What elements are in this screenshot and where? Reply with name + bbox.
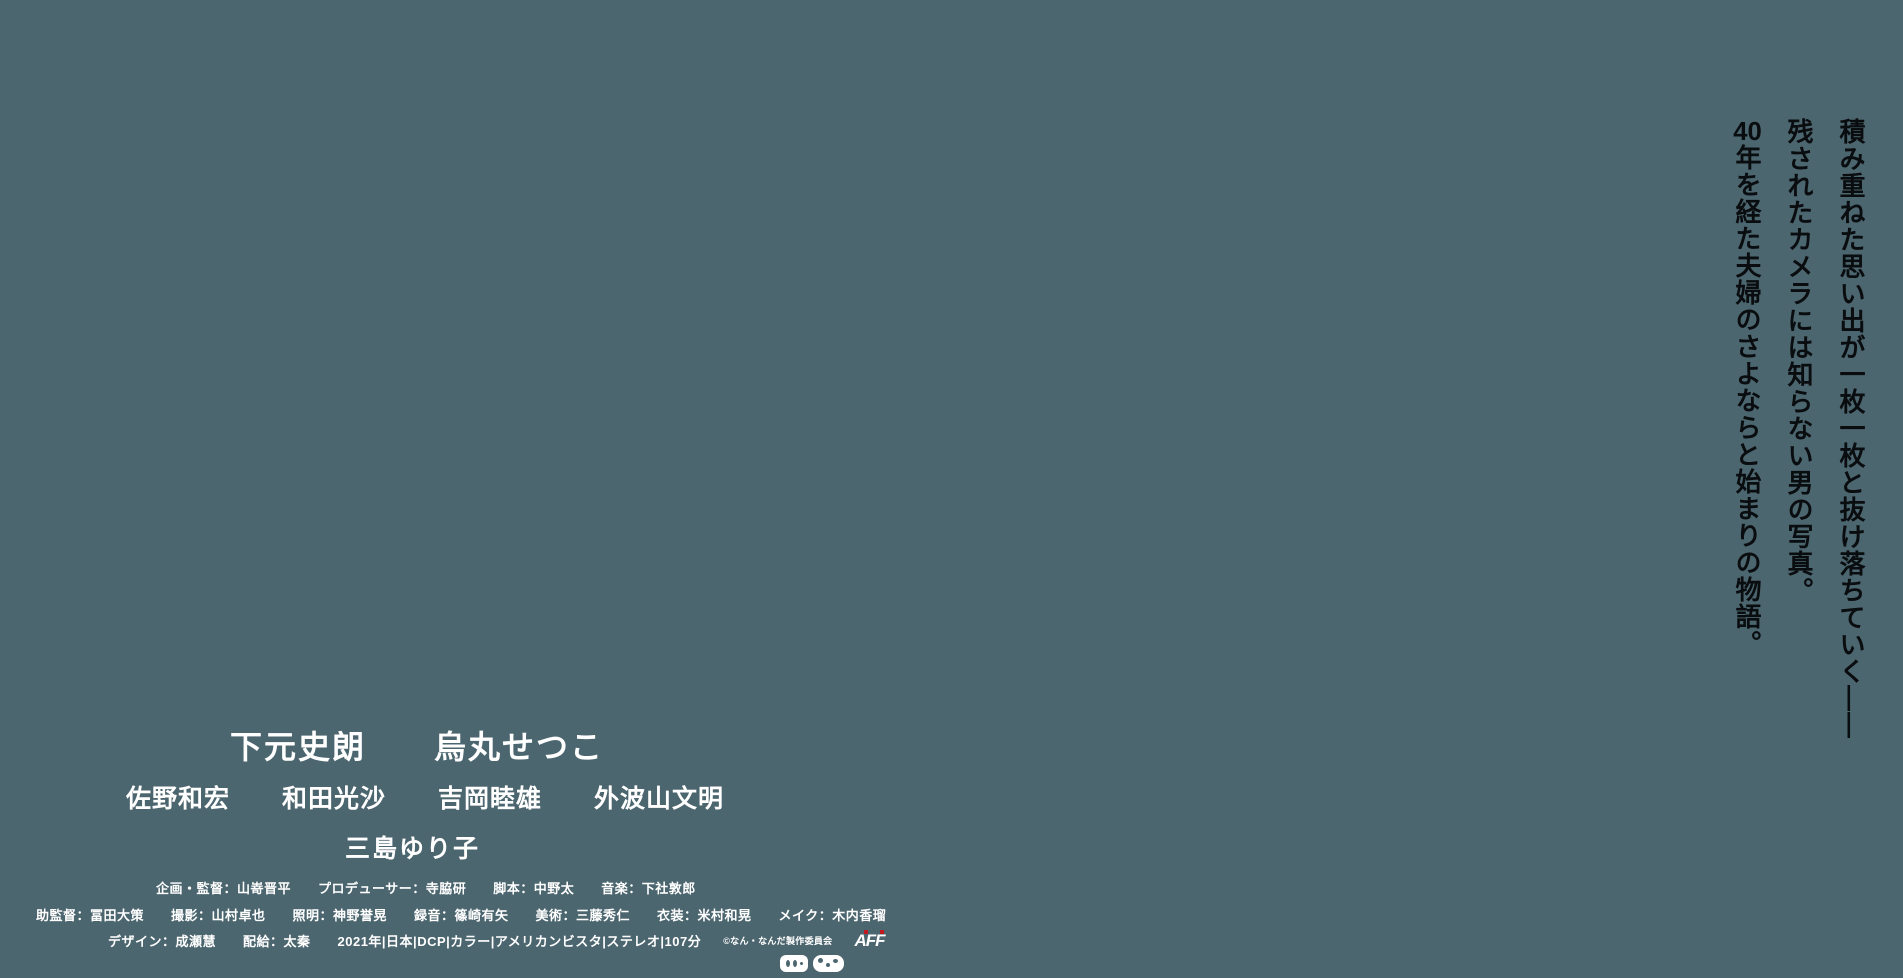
credits-staff-line-1: 企画・監督：山嵜晋平 プロデューサー：寺脇研 脚本：中野太 音楽：下社敦郎 (156, 881, 696, 896)
film-association-mark (813, 955, 844, 972)
aff-logo-red-dot (880, 930, 885, 934)
aff-logo-red-dot (864, 930, 869, 934)
tagline-vertical-text: 積み重ねた思い出が一枚一枚と抜け落ちていく—— 残されたカメラには知らない男の写… (1721, 118, 1877, 938)
mark-dot (793, 960, 797, 967)
mark-dot (833, 959, 838, 963)
rating-marks (780, 955, 844, 972)
credits-spec-text: デザイン：成瀬慧 配給：太秦 2021年|日本|DCP|カラー|アメリカンビスタ… (108, 933, 702, 949)
aff-logo-text: AFF (854, 931, 885, 950)
mark-dot (800, 962, 803, 965)
cast-leads: 下元史朗 烏丸せつこ (230, 729, 605, 765)
tagline-line-3: 40年を経た夫婦のさよならと始まりの物語。 (1721, 118, 1773, 938)
tagline-line-1: 積み重ねた思い出が一枚一枚と抜け落ちていく—— (1836, 118, 1866, 739)
credits-spec-line: デザイン：成瀬慧 配給：太秦 2021年|日本|DCP|カラー|アメリカンビスタ… (108, 929, 886, 951)
tagline-line-2: 残されたカメラには知らない男の写真。 (1784, 118, 1814, 604)
cast-supporting: 佐野和宏 和田光沙 吉岡睦雄 外波山文明 (126, 785, 725, 813)
copyright-text: ©なん・なんだ製作委員会 (723, 935, 833, 946)
cast-special-appearance: 三島ゆり子 (345, 835, 481, 863)
tagline-line-3-text: 年を経た夫婦のさよならと始まりの物語。 (1732, 144, 1762, 657)
mark-dot (826, 963, 830, 967)
mark-dot (818, 958, 823, 963)
credits-staff-line-2: 助監督：冨田大策 撮影：山村卓也 照明：神野誉晃 録音：篠崎有矢 美術：三藤秀仁… (36, 908, 887, 923)
eirin-rating-mark (780, 955, 808, 972)
tagline-line-3-number: 40 (1733, 118, 1762, 144)
aff-logo: AFF (854, 929, 886, 951)
mark-dot (786, 960, 790, 967)
